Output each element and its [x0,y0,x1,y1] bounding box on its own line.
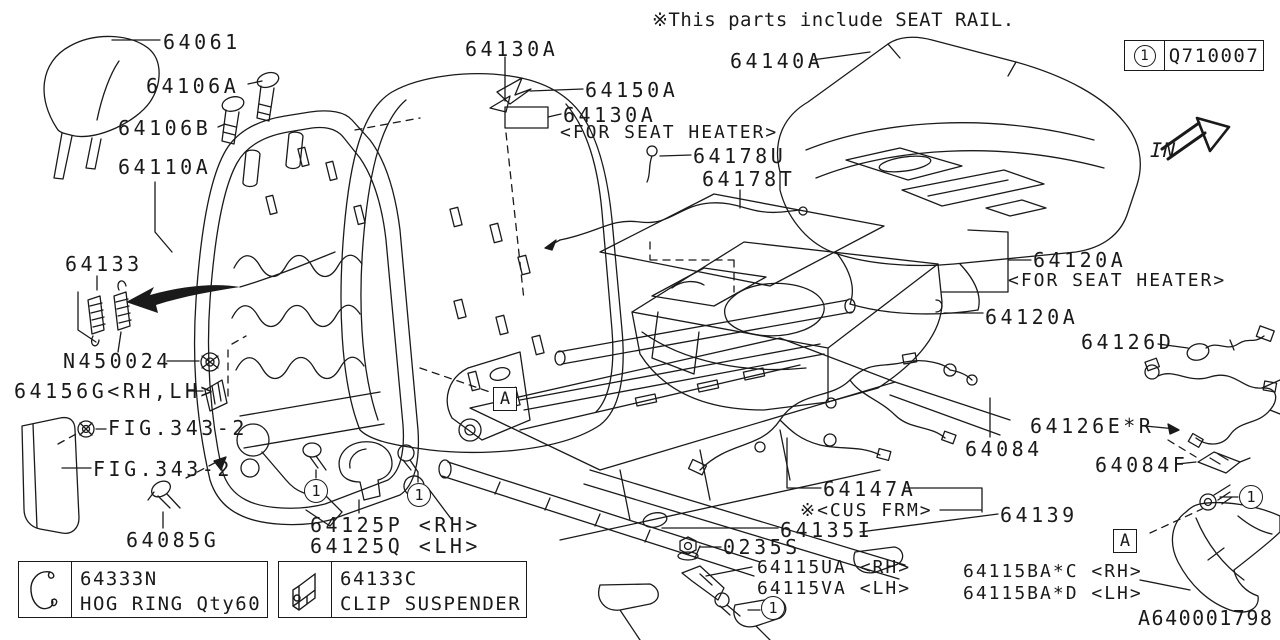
part-label-64106b: 64106B [118,116,212,140]
part-note-seat-heater-cushion: <FOR SEAT HEATER> [1008,270,1227,291]
diagram-note: ※This parts include SEAT RAIL. [652,9,1015,31]
part-label-64126d: 64126D [1081,330,1175,354]
dashed-arrowhead [213,456,227,471]
legend-hog-ring-text: 64333N HOG RING Qty60 [72,562,267,617]
part-label-64125q: 64125Q <LH> [310,534,481,558]
side-cover-right-drawing [1139,484,1280,613]
ref-marker-a-left: A [493,387,517,411]
part-label-64110a: 64110A [118,155,212,179]
part-label-64133: 64133 [65,252,143,276]
part-label-64140a: 64140A [730,49,824,73]
headrest-pin-drawings [217,71,280,145]
part-code-badge: 1 Q710007 [1124,40,1264,71]
hog-ring-icon [19,562,72,617]
part-label-64115ba-d: 64115BA*D <LH> [963,583,1143,604]
seatback-frame-drawing [193,110,453,527]
part-note-seat-heater-back: <FOR SEAT HEATER> [560,122,779,143]
part-label-64115va: 64115VA <LH> [757,578,912,599]
clip-pointer-arrow [126,251,336,313]
part-label-64150a: 64150A [585,78,679,102]
right-harness-drawings [1144,325,1280,474]
part-label-64061: 64061 [163,30,241,54]
part-label-64147a: 64147A [823,477,917,501]
part-label-64156g: 64156G<RH,LH> [14,379,217,403]
cushion-cover-drawing [776,36,1141,315]
legend-clip-suspender-text: 64133C CLIP SUSPENDER [332,562,526,617]
left-small-part-drawings [21,275,761,617]
callout-1-mid: 1 [407,483,431,507]
part-label-64084f: 64084F [1095,453,1189,477]
legend-clip-name: CLIP SUSPENDER [340,593,522,615]
badge-callout-circle: 1 [1133,44,1156,67]
legend-hog-ring-name: HOG RING Qty60 [80,593,262,615]
part-label-64130a-heater: 64130A [563,103,657,127]
part-label-64126e: 64126E*R [1030,414,1155,438]
part-label-64178u: 64178U [693,144,787,168]
in-direction-arrow-icon [1160,116,1231,161]
part-label-64178t: 64178T [702,167,796,191]
fig-ref-343-2-upper: FIG.343-2 [108,416,248,440]
part-label-64135i: 64135I [780,518,874,542]
part-label-0235s: 0235S [723,535,801,559]
part-label-64125p: 64125P <RH> [310,513,481,537]
part-label-64130a-top: 64130A [465,37,559,61]
badge-code: Q710007 [1168,44,1260,67]
part-label-64106a: 64106A [146,74,240,98]
legend-clip-partno: 64133C [340,568,418,590]
part-label-64115ua: 64115UA <RH> [757,557,912,578]
legend-clip-suspender: 64133C CLIP SUSPENDER [278,561,527,618]
badge-index-cell: 1 [1125,41,1165,70]
headrest-drawing [43,35,161,180]
callout-1-left: 1 [304,479,328,503]
harness-drawings [687,352,978,476]
callout-1-right: 1 [1239,485,1263,509]
seat-rail-assembly-drawing [438,298,1011,640]
part-label-64139: 64139 [1000,503,1078,527]
part-note-cus-frm: ※<CUS FRM> [800,500,933,521]
part-label-64115ba-c: 64115BA*C <RH> [963,561,1143,582]
legend-hog-ring-partno: 64333N [80,568,158,590]
legend-hog-ring: 64333N HOG RING Qty60 [18,561,268,618]
heater-wire-drawings [544,145,885,287]
part-label-64084: 64084 [965,437,1043,461]
part-label-64085g: 64085G [126,528,220,552]
ref-marker-a-right: A [1113,529,1137,553]
dashed-lines [57,117,1203,534]
backrest-hook-drawings [489,56,584,129]
seatback-pad-drawing [340,73,624,454]
callout-1-bottom: 1 [761,596,785,620]
part-label-64120a: 64120A [985,305,1079,329]
part-label-64120a-heater: 64120A [1033,248,1127,272]
clip-suspender-icon [279,562,332,617]
fig-ref-343-2-lower: FIG.343-2 [93,457,233,481]
in-direction-label: IN [1147,138,1179,162]
leader-lines [154,181,1032,533]
part-label-n450024: N450024 [63,349,172,373]
diagram-id: A640001798 [1138,606,1274,630]
